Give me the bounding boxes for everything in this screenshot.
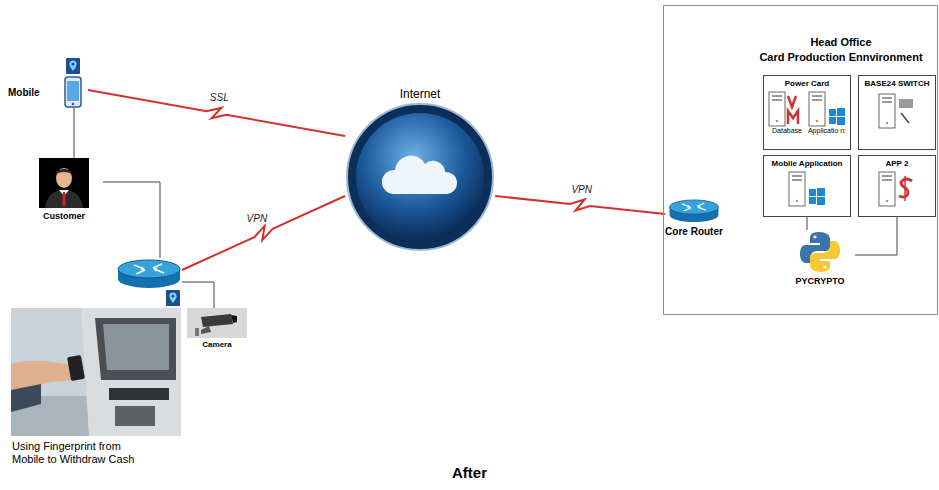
internet-cloud bbox=[345, 102, 495, 252]
server-label: Applicatio n: bbox=[807, 127, 847, 135]
wire-line bbox=[855, 217, 897, 255]
location-pin bbox=[166, 290, 180, 306]
internet-cloud: Internet bbox=[345, 86, 495, 252]
box-title: Mobile Application bbox=[767, 159, 847, 169]
photo-holder bbox=[10, 308, 182, 436]
mobile-device: Mobile bbox=[8, 76, 88, 108]
router-holder bbox=[665, 198, 723, 224]
router-holder bbox=[10, 258, 182, 290]
edge-label: SSL bbox=[208, 92, 231, 103]
server-icon bbox=[767, 91, 807, 127]
wire-line bbox=[103, 182, 160, 258]
server-holder bbox=[862, 93, 932, 129]
server-box: Mobile Application bbox=[763, 155, 851, 217]
server-holder bbox=[807, 91, 847, 127]
server-box: BASE24 SWITCH bbox=[858, 75, 936, 150]
server-icon bbox=[807, 91, 847, 127]
network-link bbox=[495, 196, 665, 214]
wire-line bbox=[182, 282, 214, 308]
atm-site: Using Fingerprint from Mobile to Withdra… bbox=[10, 258, 182, 466]
customer-icon bbox=[39, 158, 89, 208]
atm-photo bbox=[11, 308, 181, 436]
network-link bbox=[88, 90, 345, 136]
server-box: Power CardDatabaseApplicatio n: bbox=[763, 75, 851, 150]
camera-icon bbox=[187, 308, 247, 338]
server-label: Database bbox=[767, 127, 807, 135]
python-logo bbox=[798, 230, 842, 274]
server-icon bbox=[877, 171, 917, 207]
edge-label: VPN bbox=[245, 213, 270, 224]
pin-holder bbox=[10, 290, 180, 306]
box-title: BASE24 SWITCH bbox=[862, 79, 932, 89]
cloud-label: Internet bbox=[345, 86, 495, 102]
customer-holder bbox=[25, 158, 103, 208]
icon-column: Database bbox=[767, 91, 807, 135]
server-holder bbox=[862, 171, 932, 207]
device-label: Camera bbox=[186, 340, 248, 349]
wire-line bbox=[807, 217, 808, 230]
box-title: APP 2 bbox=[862, 159, 932, 169]
router-label: Core Router bbox=[665, 226, 723, 238]
icon-column: Applicatio n: bbox=[807, 91, 847, 135]
location-pin bbox=[66, 58, 80, 74]
figure-caption: After bbox=[0, 464, 939, 481]
actor-label: Customer bbox=[25, 211, 103, 221]
server-holder bbox=[767, 91, 807, 127]
customer-actor: Customer bbox=[25, 158, 103, 221]
crypto-library: PYCRYPTO bbox=[785, 230, 855, 286]
edge-label: VPN bbox=[569, 184, 594, 195]
server-icon bbox=[787, 171, 827, 207]
server-box: APP 2 bbox=[858, 155, 936, 217]
camera-holder bbox=[186, 308, 248, 338]
cloud-holder bbox=[345, 102, 495, 252]
phone-holder bbox=[64, 76, 82, 108]
icon-row: DatabaseApplicatio n: bbox=[767, 91, 847, 135]
router-icon bbox=[116, 258, 182, 290]
head-office-zone: Head OfficeCard Production EnnvironmentP… bbox=[663, 5, 938, 315]
logo-holder bbox=[785, 230, 855, 274]
core-router: Core Router bbox=[665, 198, 723, 238]
photo-caption: Using Fingerprint from Mobile to Withdra… bbox=[12, 440, 152, 466]
camera-device: Camera bbox=[186, 308, 248, 349]
zone-title: Head Office bbox=[746, 36, 936, 48]
zone-subtitle: Card Production Ennvironment bbox=[746, 51, 936, 63]
server-icon bbox=[877, 93, 917, 129]
phone-icon bbox=[64, 76, 82, 108]
box-title: Power Card bbox=[767, 79, 847, 89]
wire-line bbox=[74, 108, 75, 158]
library-label: PYCRYPTO bbox=[785, 276, 855, 286]
server-holder bbox=[767, 171, 847, 207]
network-link bbox=[182, 196, 345, 270]
device-label: Mobile bbox=[8, 87, 40, 98]
router-icon bbox=[668, 198, 720, 224]
